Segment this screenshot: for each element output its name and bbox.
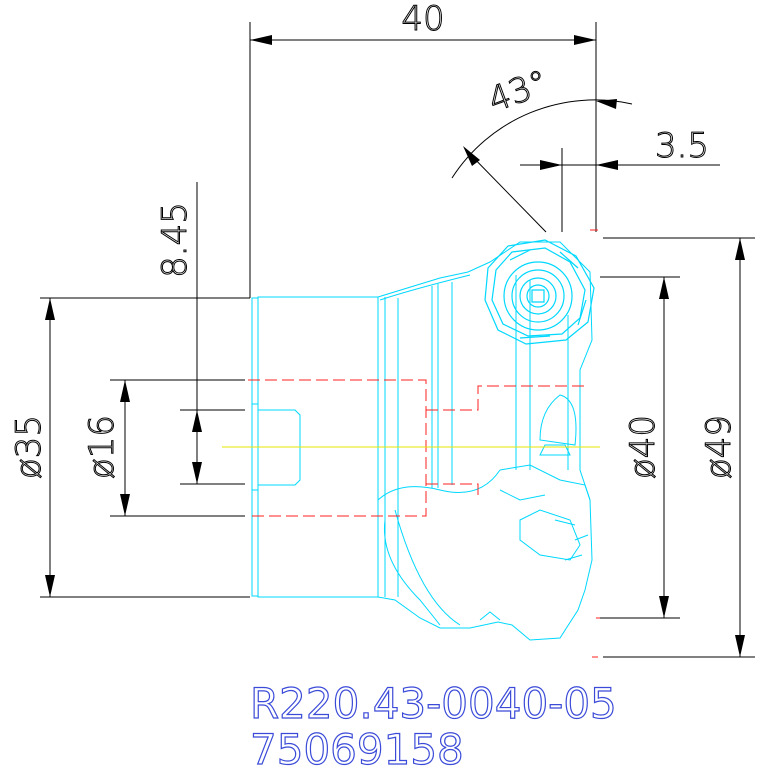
dim-dia-35: ø35 bbox=[9, 415, 49, 479]
dimension-arrows bbox=[45, 35, 745, 657]
dim-height-8-45: 8.45 bbox=[155, 202, 195, 278]
dim-angle-43: 43° bbox=[483, 63, 553, 121]
dim-offset-3-5: 3.5 bbox=[655, 126, 709, 166]
part-code: R220.43-0040-05 bbox=[250, 679, 617, 728]
dim-dia-49: ø49 bbox=[699, 415, 739, 479]
dim-dia-16: ø16 bbox=[82, 415, 122, 479]
insert-icon bbox=[484, 239, 595, 345]
hidden-lines bbox=[248, 229, 600, 658]
dim-dia-40: ø40 bbox=[623, 415, 663, 479]
dim-length-40: 40 bbox=[401, 0, 444, 39]
part-number: 75069158 bbox=[250, 725, 464, 767]
